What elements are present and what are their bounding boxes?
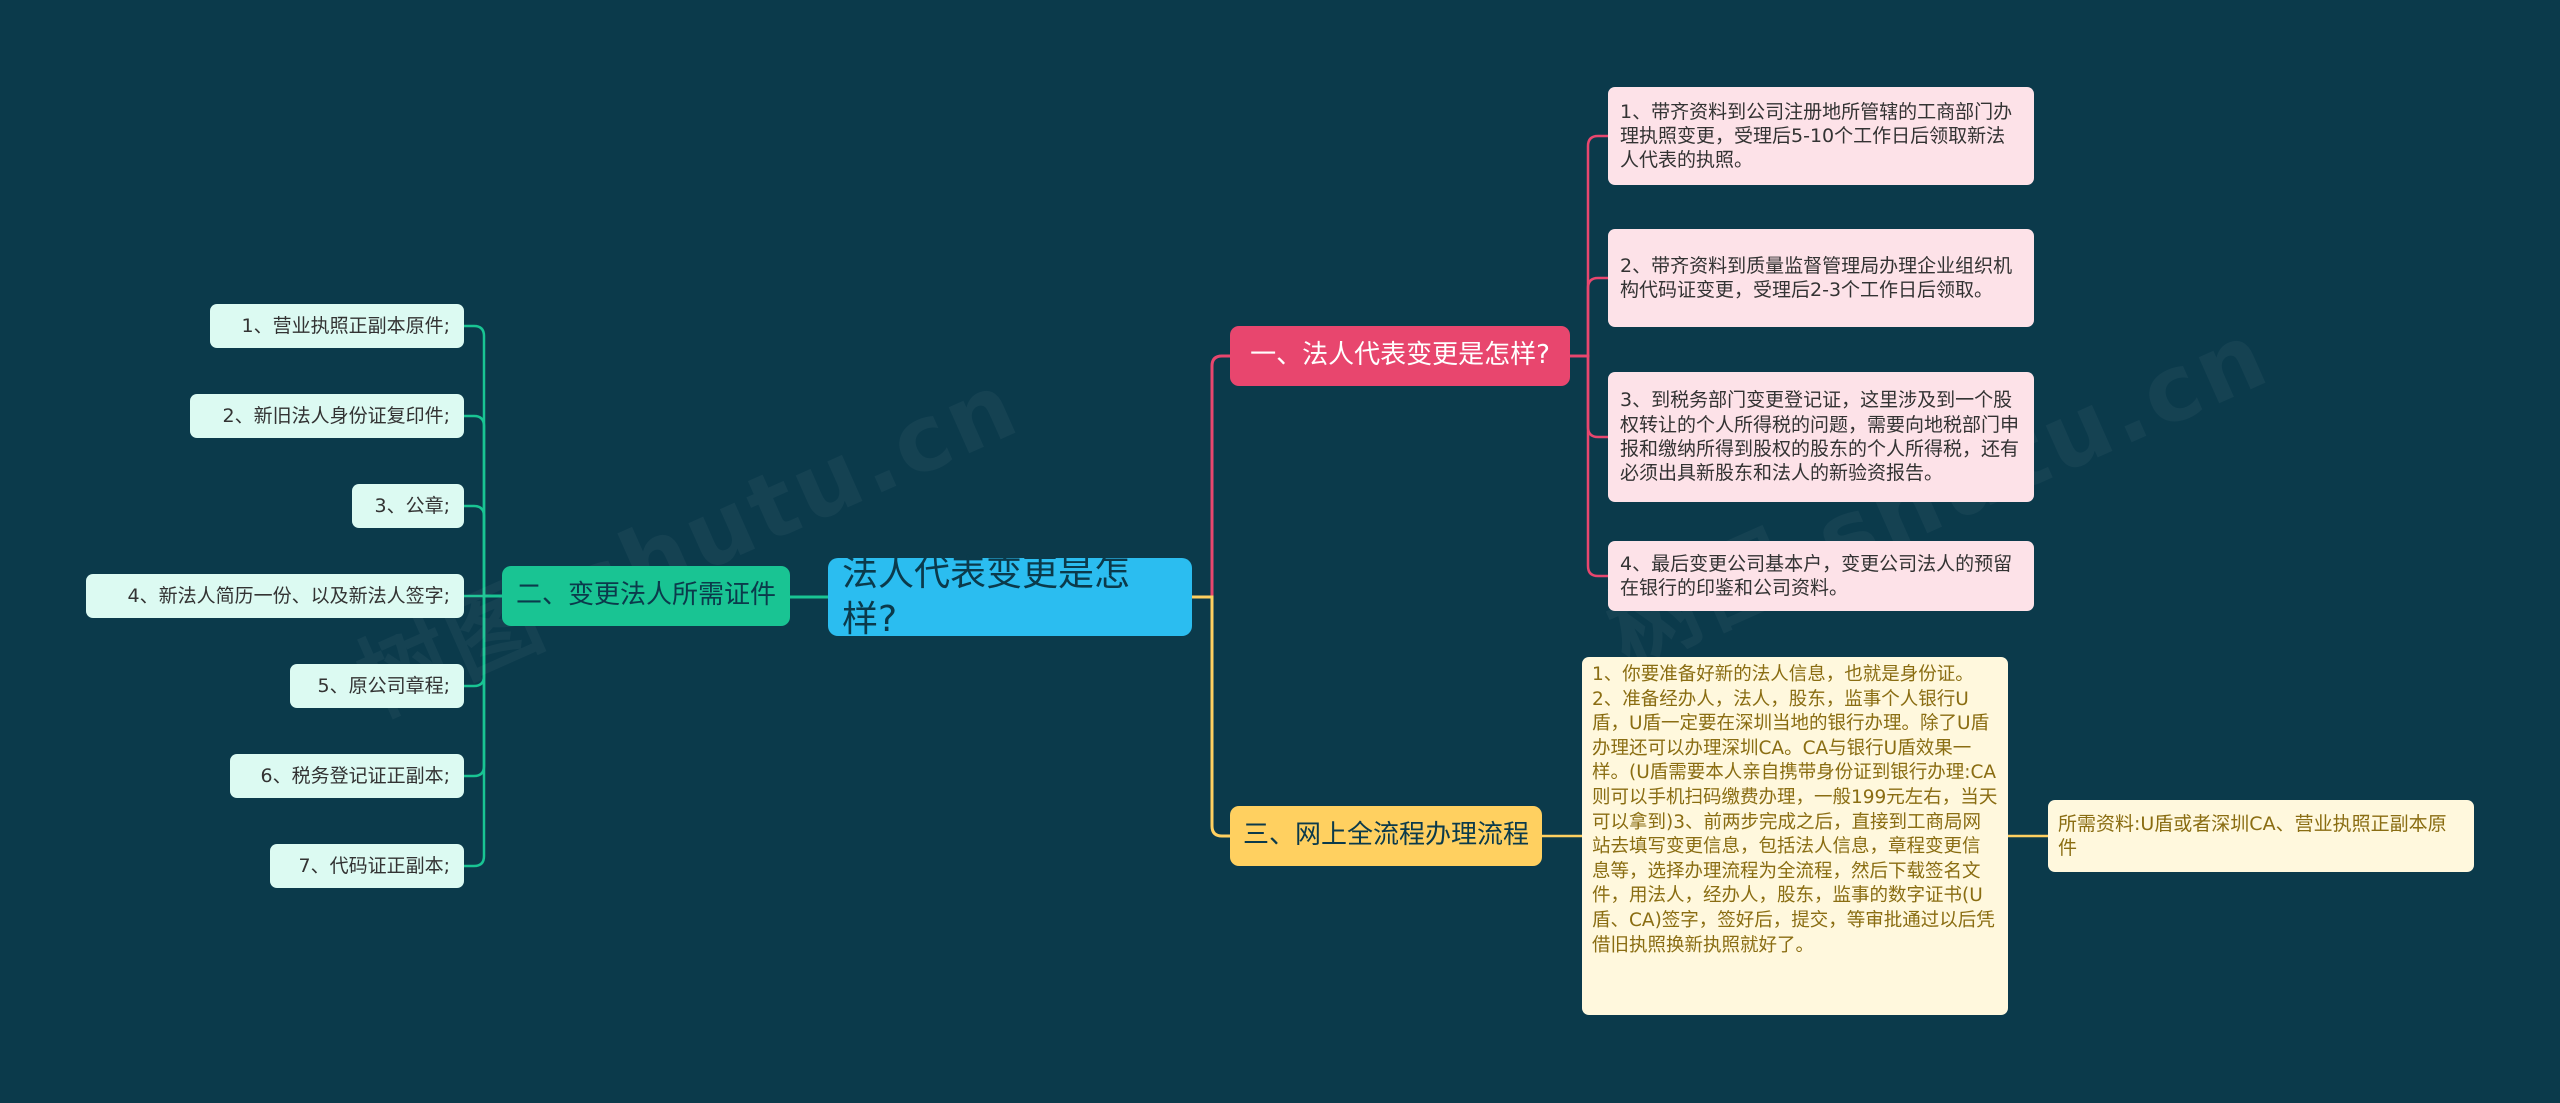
branch1-item-4[interactable]: 4、最后变更公司基本户，变更公司法人的预留在银行的印鉴和公司资料。 — [1608, 541, 2034, 611]
branch1-item-2[interactable]: 2、带齐资料到质量监督管理局办理企业组织机构代码证变更，受理后2-3个工作日后领… — [1608, 229, 2034, 327]
link-branch1-item4 — [1570, 354, 1608, 578]
branch2-item-7-text: 7、代码证正副本; — [298, 854, 451, 877]
link-root-branch3 — [1192, 595, 1230, 838]
branch2-item-2[interactable]: 2、新旧法人身份证复印件; — [190, 394, 464, 438]
branch-node-required-documents[interactable]: 二、变更法人所需证件 — [502, 566, 790, 626]
branch3-note[interactable]: 所需资料:U盾或者深圳CA、营业执照正副本原件 — [2048, 800, 2474, 872]
branch2-item-6[interactable]: 6、税务登记证正副本; — [230, 754, 464, 798]
link-branch2-item2 — [464, 414, 502, 598]
root-label: 法人代表变更是怎样? — [842, 552, 1131, 640]
branch1-item-1-text: 1、带齐资料到公司注册地所管辖的工商部门办理执照变更，受理后5-10个工作日后领… — [1620, 100, 2013, 172]
branch1-item-2-text: 2、带齐资料到质量监督管理局办理企业组织机构代码证变更，受理后2-3个工作日后领… — [1620, 254, 2013, 301]
root-node[interactable]: 法人代表变更是怎样? — [828, 553, 1192, 640]
branch2-item-6-text: 6、税务登记证正副本; — [260, 764, 451, 787]
branch2-item-7[interactable]: 7、代码证正副本; — [270, 844, 464, 888]
branch2-item-3-text: 3、公章; — [374, 494, 451, 517]
branch2-item-1-text: 1、营业执照正副本原件; — [241, 314, 451, 337]
branch3-note-text: 所需资料:U盾或者深圳CA、营业执照正副本原件 — [2058, 812, 2447, 859]
branch2-item-5[interactable]: 5、原公司章程; — [290, 664, 464, 708]
branch1-item-3[interactable]: 3、到税务部门变更登记证，这里涉及到一个股权转让的个人所得税的问题，需要向地税部… — [1608, 372, 2034, 502]
branch3-label: 三、网上全流程办理流程 — [1242, 820, 1529, 851]
branch2-item-5-text: 5、原公司章程; — [317, 674, 451, 697]
branch-node-legal-rep-change[interactable]: 一、法人代表变更是怎样? — [1230, 326, 1570, 386]
branch2-item-2-text: 2、新旧法人身份证复印件; — [222, 404, 451, 427]
branch2-label: 二、变更法人所需证件 — [515, 580, 776, 611]
branch3-detail[interactable]: 1、你要准备好新的法人信息，也就是身份证。2、准备经办人，法人，股东，监事个人银… — [1582, 657, 2008, 1015]
branch1-item-3-text: 3、到税务部门变更登记证，这里涉及到一个股权转让的个人所得税的问题，需要向地税部… — [1620, 389, 2020, 485]
link-branch2-item3 — [464, 504, 502, 598]
branch2-item-4[interactable]: 4、新法人简历一份、以及新法人签字; — [86, 574, 464, 618]
link-branch2-item1 — [464, 324, 502, 598]
branch-node-online-process[interactable]: 三、网上全流程办理流程 — [1230, 806, 1542, 866]
branch2-item-1[interactable]: 1、营业执照正副本原件; — [210, 304, 464, 348]
link-branch1-item2 — [1570, 276, 1608, 358]
branch2-item-3[interactable]: 3、公章; — [352, 484, 464, 528]
branch2-item-4-text: 4、新法人简历一份、以及新法人签字; — [127, 584, 451, 607]
link-branch1-item1 — [1570, 134, 1608, 358]
link-branch2-item7 — [464, 594, 502, 868]
branch1-item-1[interactable]: 1、带齐资料到公司注册地所管辖的工商部门办理执照变更，受理后5-10个工作日后领… — [1608, 87, 2034, 185]
branch3-detail-text: 1、你要准备好新的法人信息，也就是身份证。2、准备经办人，法人，股东，监事个人银… — [1592, 664, 1998, 956]
branch1-item-4-text: 4、最后变更公司基本户，变更公司法人的预留在银行的印鉴和公司资料。 — [1620, 552, 2013, 599]
branch1-label: 一、法人代表变更是怎样? — [1250, 340, 1550, 371]
link-root-branch1 — [1192, 354, 1230, 599]
